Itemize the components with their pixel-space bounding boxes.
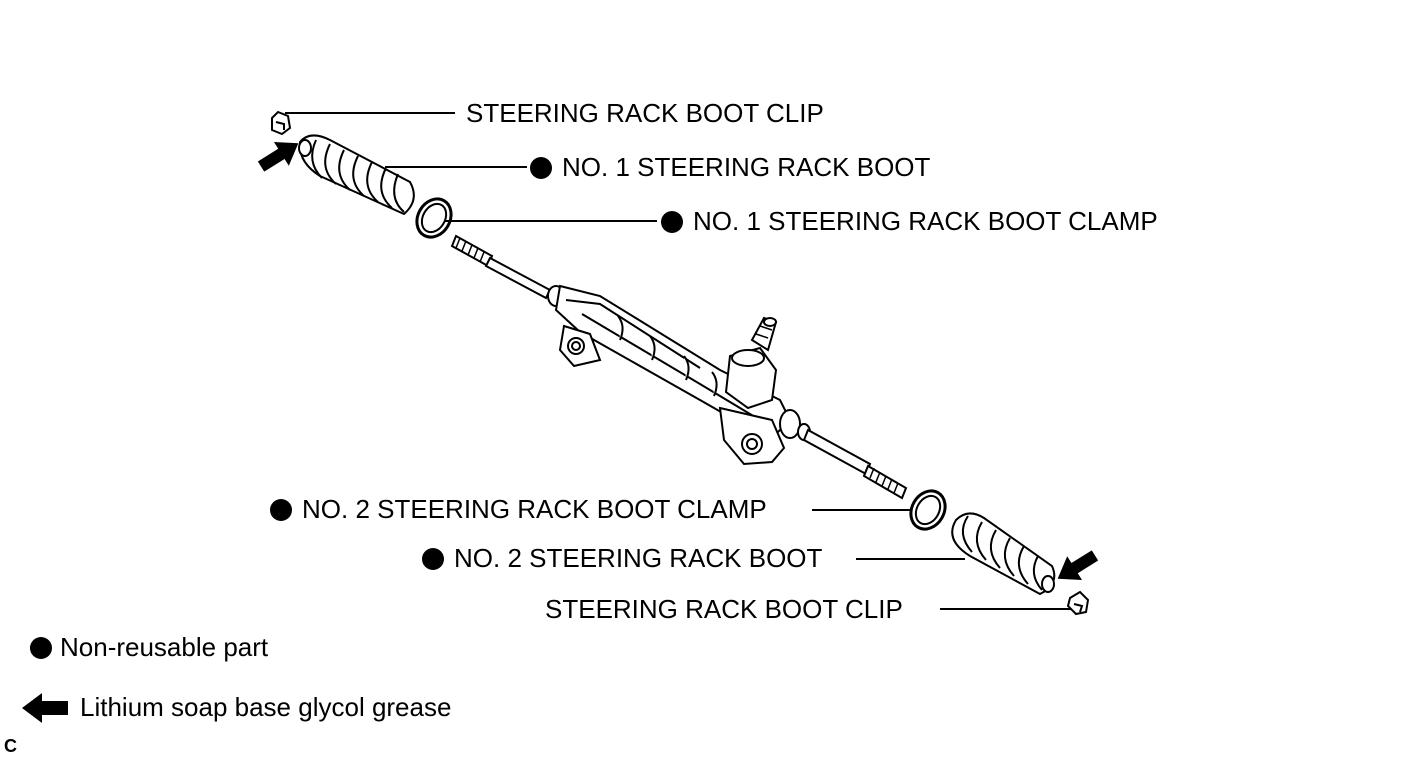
label-boot-1: NO. 1 STEERING RACK BOOT: [530, 152, 930, 182]
boot-clip-top: [271, 110, 292, 136]
steering-rack-boot-1: [298, 134, 415, 216]
non-reusable-dot-icon: [422, 548, 444, 570]
legend-grease-text: Lithium soap base glycol grease: [80, 692, 452, 722]
non-reusable-dot-icon: [270, 499, 292, 521]
label-boot-clip-bottom: STEERING RACK BOOT CLIP: [545, 594, 903, 624]
rack-thread-right: [802, 428, 908, 500]
non-reusable-dot-icon: [530, 157, 552, 179]
boot-clip-bottom: [1066, 590, 1090, 616]
grease-legend-arrow-icon: [22, 693, 68, 723]
boot-clamp-1: [415, 197, 453, 239]
label-clamp-2-text: NO. 2 STEERING RACK BOOT CLAMP: [302, 494, 767, 524]
grease-arrow-bottom: [1057, 550, 1099, 580]
steering-rack-boot-2: [951, 512, 1056, 596]
label-clamp-2: NO. 2 STEERING RACK BOOT CLAMP: [270, 494, 767, 524]
boot-clamp-2: [909, 489, 947, 531]
label-boot-clip-top-text: STEERING RACK BOOT CLIP: [466, 98, 824, 128]
label-boot-clip-bottom-text: STEERING RACK BOOT CLIP: [545, 594, 903, 624]
label-boot-2-text: NO. 2 STEERING RACK BOOT: [454, 543, 823, 573]
legend-non-reusable-text: Non-reusable part: [60, 632, 269, 662]
label-boot-2: NO. 2 STEERING RACK BOOT: [422, 543, 822, 573]
non-reusable-dot-icon: [661, 211, 683, 233]
filled-circle-icon: [30, 637, 52, 659]
legend-non-reusable: Non-reusable part: [30, 632, 268, 662]
label-boot-1-text: NO. 1 STEERING RACK BOOT: [562, 152, 931, 182]
label-boot-clip-top: STEERING RACK BOOT CLIP: [466, 98, 824, 128]
steering-rack-housing: [547, 284, 811, 466]
legend-grease: Lithium soap base glycol grease: [80, 692, 451, 722]
grease-arrow-top: [257, 142, 299, 172]
label-clamp-1-text: NO. 1 STEERING RACK BOOT CLAMP: [693, 206, 1158, 236]
rack-thread-left: [450, 234, 552, 300]
figure-code: C: [4, 736, 17, 756]
label-clamp-1: NO. 1 STEERING RACK BOOT CLAMP: [661, 206, 1158, 236]
